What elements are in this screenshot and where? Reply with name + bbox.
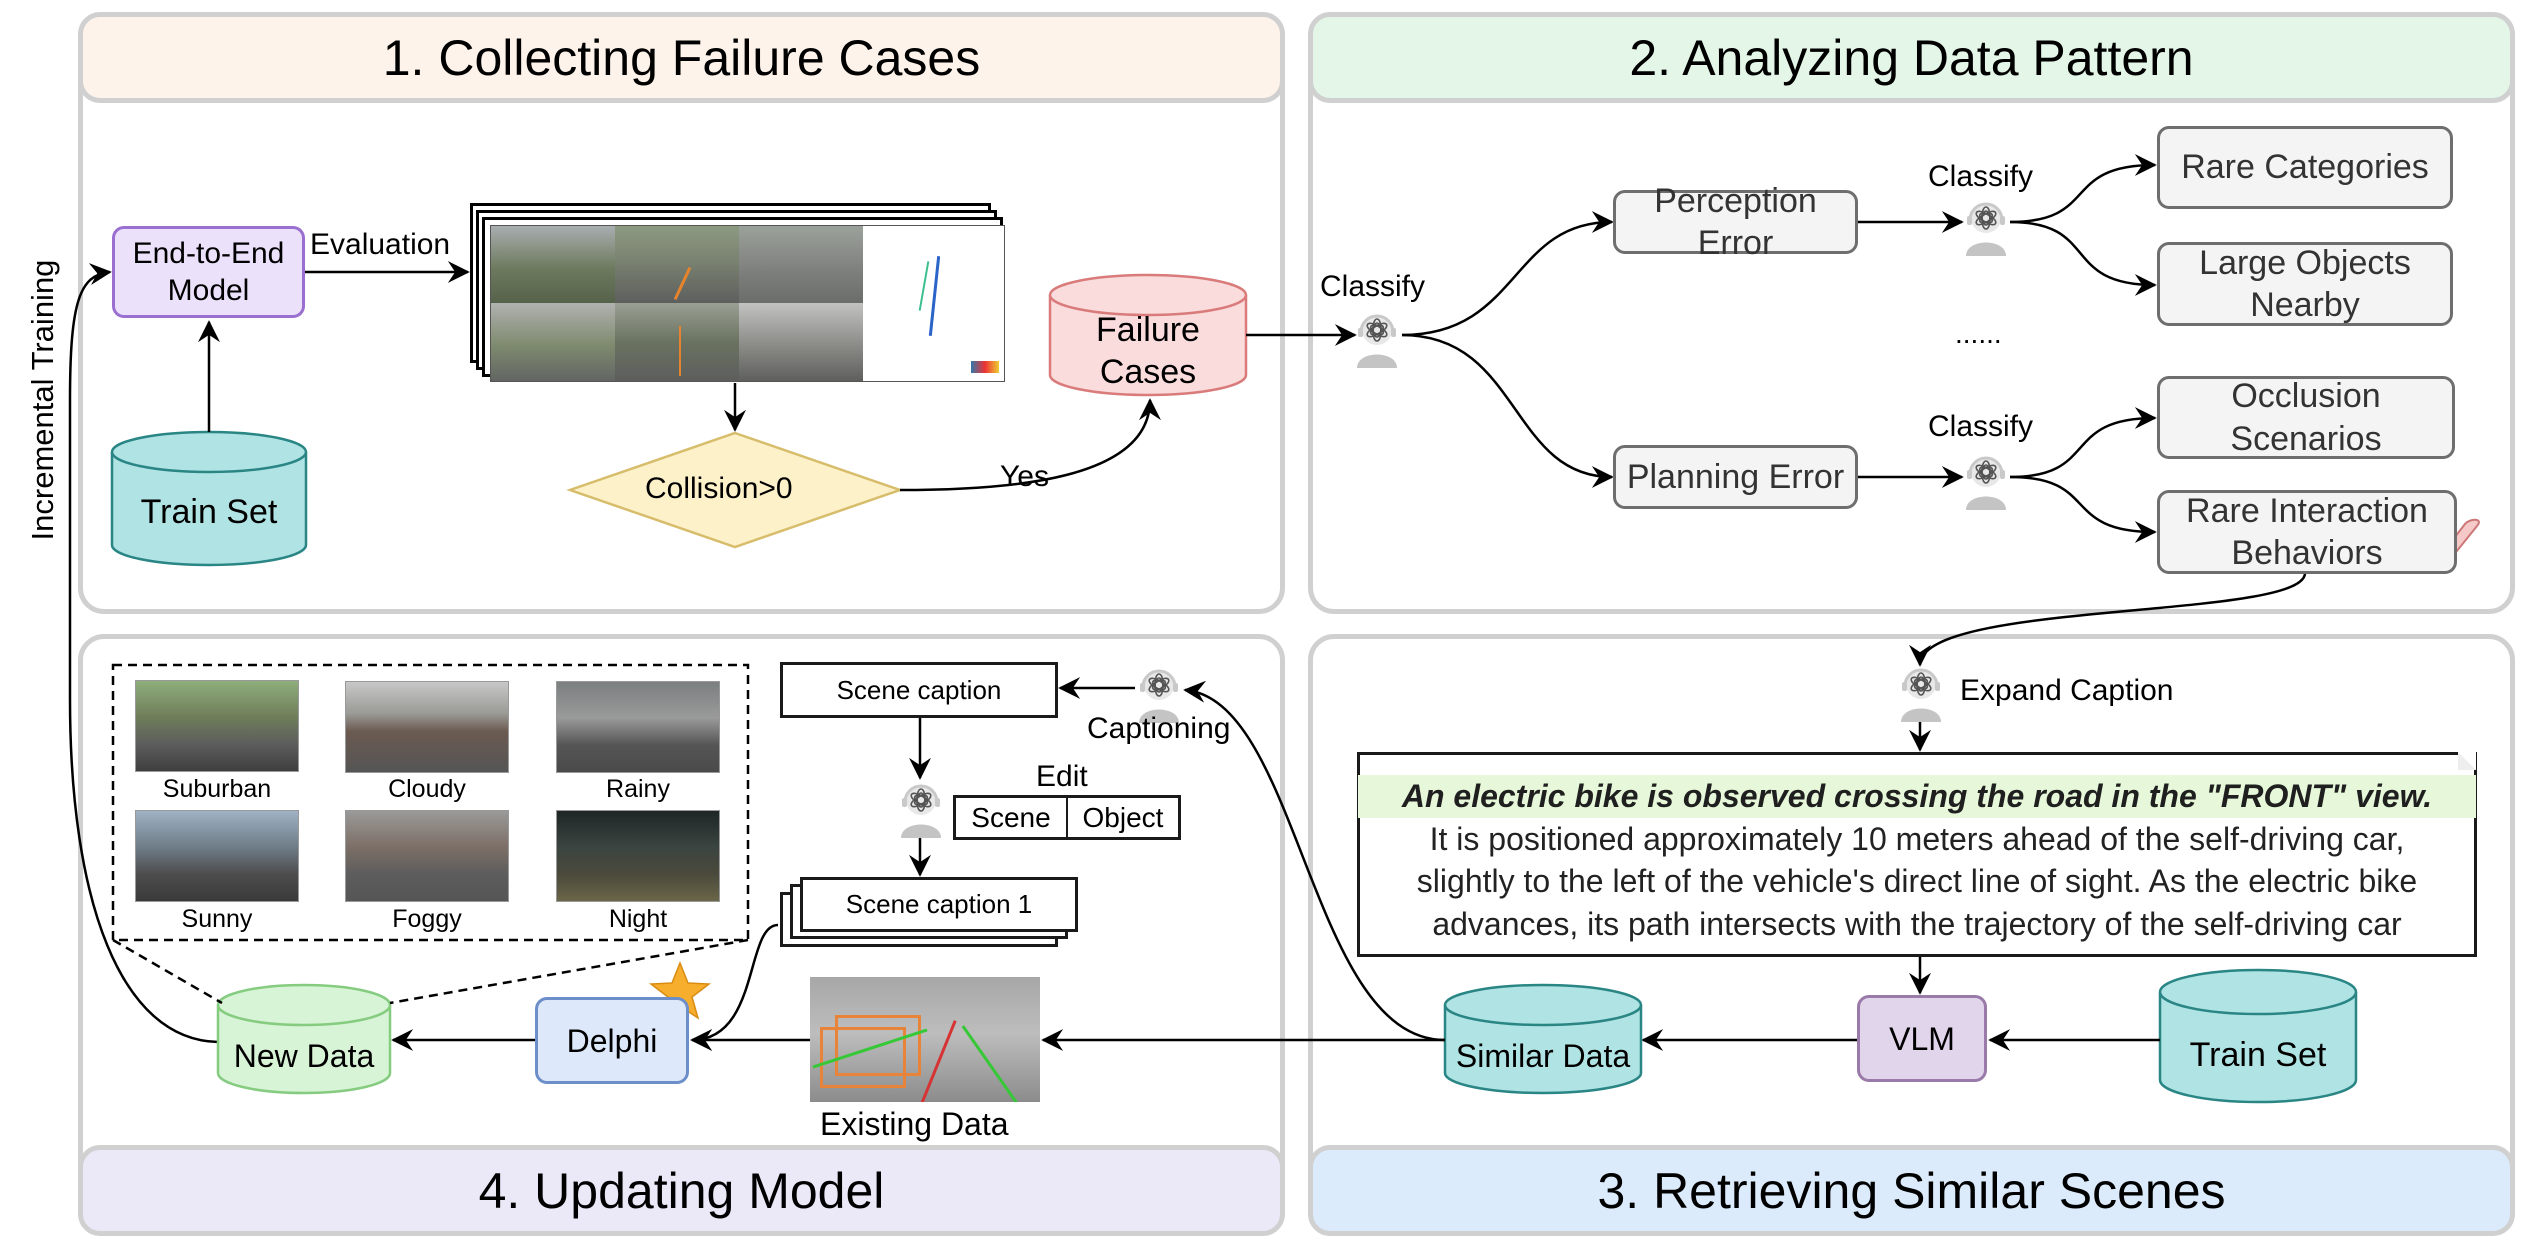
caption-cloudy: Cloudy	[388, 775, 466, 803]
train-set-label-s1: Train Set	[140, 492, 278, 531]
classifier-agent-icon-2	[1962, 198, 2010, 256]
caption-foggy: Foggy	[392, 905, 462, 933]
classify-label-3: Classify	[1928, 410, 2034, 443]
note-fold	[2458, 752, 2476, 770]
ai-assistant-icon	[1966, 456, 2006, 510]
multi-camera-frame	[490, 225, 1005, 382]
edit-option-scene[interactable]: Scene	[956, 798, 1068, 837]
yes-label: Yes	[1000, 460, 1049, 493]
section-1-title: 1. Collecting Failure Cases	[78, 12, 1285, 103]
failure-cases-label: Failure Cases	[1050, 306, 1246, 396]
model-line-1: End-to-End	[132, 236, 285, 270]
existing-data-image	[810, 977, 1040, 1102]
caption-rainy: Rainy	[606, 775, 670, 803]
expand-caption-agent-icon	[1897, 664, 1945, 722]
camera-back-right	[491, 303, 615, 381]
leaf-large-objects-nearby[interactable]: Large Objects Nearby	[2157, 242, 2453, 326]
section-2-title: 2. Analyzing Data Pattern	[1308, 12, 2515, 103]
caption-sunny: Sunny	[181, 905, 253, 933]
thumb-suburban	[135, 680, 299, 772]
new-data-label: New Data	[233, 1038, 375, 1074]
end-to-end-model-node[interactable]: End-to-End Model	[112, 226, 305, 318]
incremental-training-label: Incremental Training	[25, 259, 60, 541]
thumb-rainy	[556, 681, 720, 773]
thumb-cloudy	[345, 681, 509, 773]
camera-back-left	[739, 303, 863, 381]
similar-data-label: Similar Data	[1455, 1038, 1631, 1074]
planning-error-node[interactable]: Planning Error	[1613, 445, 1858, 509]
ai-assistant-icon	[1966, 202, 2006, 256]
vlm-node[interactable]: VLM	[1857, 995, 1987, 1082]
thumb-night	[556, 810, 720, 902]
collision-label: Collision>0	[645, 472, 793, 505]
leaf-line-2: Nearby	[2250, 286, 2360, 324]
captioning-label: Captioning	[1087, 712, 1231, 745]
edit-agent-icon	[897, 780, 945, 838]
section-4-title: 4. Updating Model	[78, 1145, 1285, 1236]
captioning-agent-icon	[1135, 665, 1183, 723]
caption-highlight: An electric bike is observed crossing th…	[1358, 775, 2476, 818]
camera-back	[615, 303, 739, 381]
leaf-line-2: Scenarios	[2230, 419, 2382, 458]
leaf-occlusion-scenarios[interactable]: Occlusion Scenarios	[2157, 376, 2455, 459]
failure-line-2: Cases	[1099, 353, 1197, 391]
camera-front-left	[491, 226, 615, 303]
scene-caption-1-note: Scene caption 1	[800, 877, 1078, 932]
camera-front-right	[739, 226, 863, 303]
classify-label-2: Classify	[1928, 160, 2034, 193]
delphi-node[interactable]: Delphi	[535, 997, 689, 1084]
classifier-agent-icon-3	[1962, 452, 2010, 510]
existing-data-label: Existing Data	[820, 1106, 1009, 1142]
perception-error-node[interactable]: Perception Error	[1613, 182, 1858, 262]
ai-assistant-icon	[1901, 668, 1941, 722]
train-set-label-s3: Train Set	[2189, 1035, 2327, 1074]
model-line-2: Model	[167, 274, 250, 307]
leaf-line-1: Rare Categories	[2181, 148, 2429, 187]
ai-assistant-icon	[901, 784, 941, 838]
failure-line-1: Failure	[1096, 310, 1200, 349]
classifier-agent-icon-1	[1353, 310, 1401, 368]
edit-option-object[interactable]: Object	[1082, 801, 1164, 833]
scene-caption-1-stack: Scene caption 1	[780, 877, 1080, 947]
edit-label: Edit	[1036, 760, 1088, 793]
leaf-line-1: Rare Interaction	[2186, 491, 2428, 530]
edit-options-table: Scene Object	[953, 795, 1181, 840]
ai-assistant-icon	[1139, 669, 1179, 723]
thumb-sunny	[135, 810, 299, 902]
leaf-line-1: Occlusion	[2231, 377, 2381, 415]
ai-assistant-icon	[1357, 314, 1397, 368]
evaluation-label: Evaluation	[310, 228, 451, 261]
caption-suburban: Suburban	[162, 775, 272, 803]
scene-caption-note: Scene caption	[780, 662, 1058, 718]
classify-label-1: Classify	[1320, 270, 1426, 303]
expanded-caption-note: An electric bike is observed crossing th…	[1357, 752, 2477, 957]
section-3-title: 3. Retrieving Similar Scenes	[1308, 1145, 2515, 1236]
leaf-line-2: Behaviors	[2231, 534, 2383, 572]
leaf-rare-categories[interactable]: Rare Categories	[2157, 126, 2453, 209]
evaluation-frames-stack[interactable]	[470, 203, 1005, 383]
ellipsis-label: ......	[1955, 318, 2002, 349]
thumb-foggy	[345, 810, 509, 902]
leaf-rare-interaction-behaviors[interactable]: Rare Interaction Behaviors	[2157, 490, 2457, 574]
bev-plot	[863, 226, 1004, 381]
caption-body: It is positioned approximately 10 meters…	[1416, 820, 2418, 942]
leaf-line-1: Large Objects	[2199, 243, 2411, 282]
caption-night: Night	[608, 905, 668, 933]
expand-caption-label: Expand Caption	[1960, 674, 2174, 707]
